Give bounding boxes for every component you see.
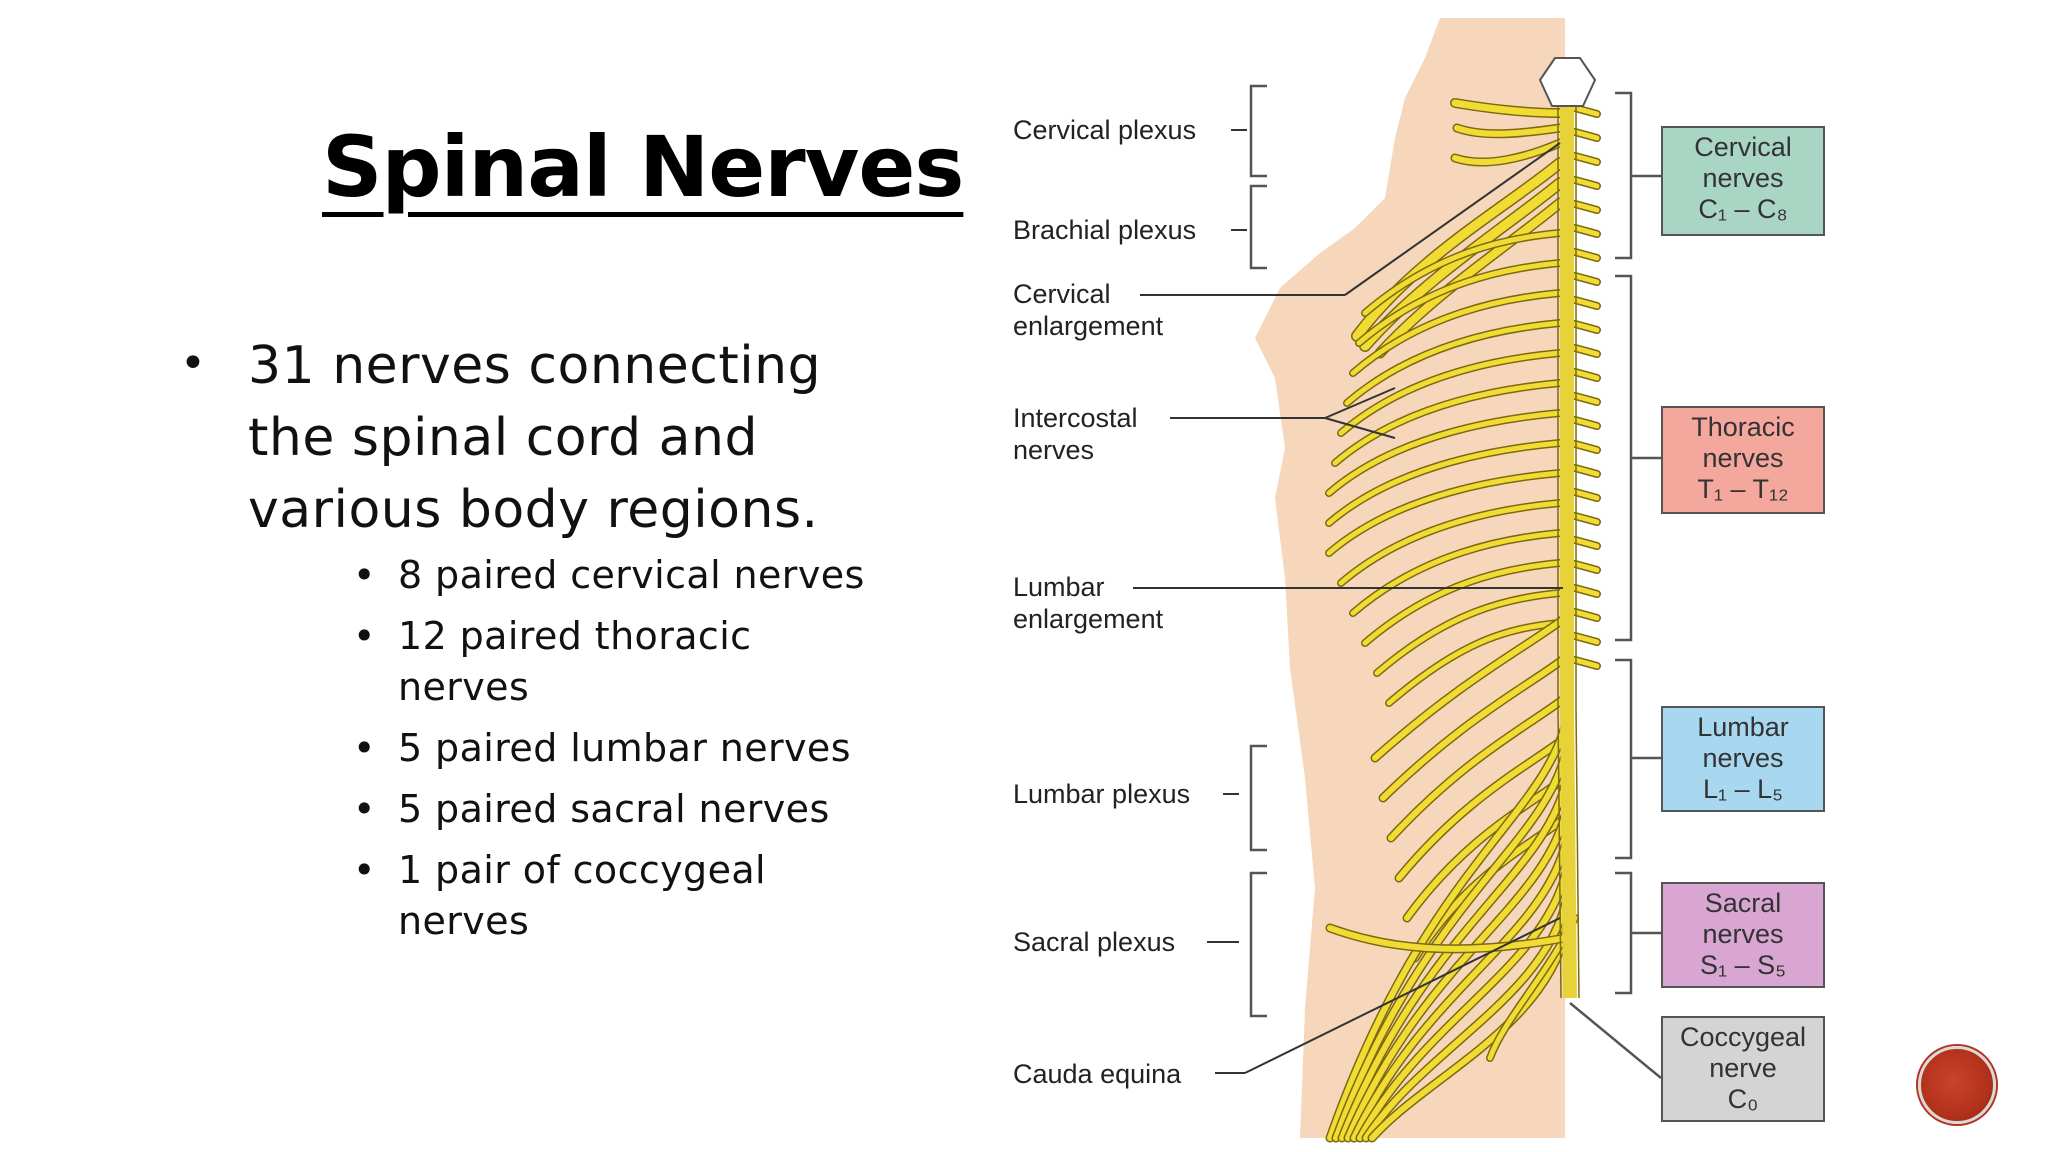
nerve <box>1575 204 1597 210</box>
box-line: Coccygeal <box>1663 1022 1823 1053</box>
nerve <box>1575 300 1597 306</box>
slide-logo-icon <box>1918 1046 1996 1124</box>
bullet-dot: • <box>353 845 376 896</box>
label-line: Cervical <box>1013 278 1163 310</box>
right-brackets <box>1570 93 1661 1078</box>
nerve <box>1575 612 1597 618</box>
box-line: T₁ – T₁₂ <box>1663 474 1823 505</box>
sub-bullet-text: 1 pair of coccygeal nerves <box>398 848 766 943</box>
box-line: nerves <box>1663 443 1823 474</box>
nerve <box>1575 660 1597 666</box>
nerve <box>1575 156 1597 162</box>
nerve <box>1575 444 1597 450</box>
label-lumbar-enlargement: Lumbar enlargement <box>1013 571 1163 635</box>
list-item: • 8 paired cervical nerves <box>353 550 873 601</box>
box-line: L₁ – L₅ <box>1663 774 1823 805</box>
label-brachial-plexus: Brachial plexus <box>1013 214 1196 246</box>
nerve <box>1575 228 1597 234</box>
nerve <box>1575 348 1597 354</box>
spinal-nerves-diagram: Cervical plexus Brachial plexus Cervical… <box>985 18 1865 1152</box>
bullet-dot: • <box>353 550 376 601</box>
sub-bullet-list: • 8 paired cervical nerves • 12 paired tho… <box>353 550 873 957</box>
label-cauda-equina: Cauda equina <box>1013 1058 1181 1090</box>
nerve <box>1575 636 1597 642</box>
list-item: • 5 paired lumbar nerves <box>353 723 873 774</box>
sub-bullet-text: 5 paired sacral nerves <box>398 787 830 831</box>
list-item: • 12 paired thoracic nerves <box>353 611 873 713</box>
label-line: nerves <box>1013 434 1138 466</box>
box-line: Lumbar <box>1663 712 1823 743</box>
nerve <box>1575 516 1597 522</box>
bullet-dot: • <box>353 611 376 662</box>
box-coccygeal-nerve: Coccygeal nerve C₀ <box>1661 1016 1825 1122</box>
nerve <box>1575 324 1597 330</box>
list-item: • 1 pair of coccygeal nerves <box>353 845 873 947</box>
label-line: Lumbar <box>1013 571 1163 603</box>
bullet-dot: • <box>180 338 206 389</box>
main-bullet-text: 31 nerves connecting the spinal cord and… <box>248 330 868 546</box>
label-intercostal-nerves: Intercostal nerves <box>1013 402 1138 466</box>
label-line: enlargement <box>1013 310 1163 342</box>
label-line: Intercostal <box>1013 402 1138 434</box>
left-brackets <box>1251 86 1267 1016</box>
label-cervical-enlargement: Cervical enlargement <box>1013 278 1163 342</box>
nerve <box>1575 252 1597 258</box>
nerve <box>1575 564 1597 570</box>
nerve <box>1575 540 1597 546</box>
box-line: nerves <box>1663 919 1823 950</box>
nerve <box>1575 492 1597 498</box>
sub-bullet-text: 8 paired cervical nerves <box>398 553 865 597</box>
spinal-cord <box>1567 93 1570 998</box>
nerve <box>1575 276 1597 282</box>
box-cervical-nerves: Cervical nerves C₁ – C₈ <box>1661 126 1825 236</box>
sub-bullet-text: 5 paired lumbar nerves <box>398 726 851 770</box>
box-line: C₀ <box>1663 1084 1823 1115</box>
box-line: Sacral <box>1663 888 1823 919</box>
nerve <box>1575 132 1597 138</box>
bullet-dot: • <box>353 784 376 835</box>
nerve <box>1575 108 1597 114</box>
label-line: enlargement <box>1013 603 1163 635</box>
box-line: nerve <box>1663 1053 1823 1084</box>
slide-title: Spinal Nerves <box>322 118 963 216</box>
list-item: • 5 paired sacral nerves <box>353 784 873 835</box>
box-line: nerves <box>1663 743 1823 774</box>
label-sacral-plexus: Sacral plexus <box>1013 926 1175 958</box>
box-line: S₁ – S₅ <box>1663 950 1823 981</box>
bullet-dot: • <box>353 723 376 774</box>
sub-bullet-text: 12 paired thoracic nerves <box>398 614 751 709</box>
nerve <box>1575 396 1597 402</box>
box-line: Thoracic <box>1663 412 1823 443</box>
label-lumbar-plexus: Lumbar plexus <box>1013 778 1190 810</box>
box-line: C₁ – C₈ <box>1663 194 1823 225</box>
nerve <box>1575 468 1597 474</box>
box-lumbar-nerves: Lumbar nerves L₁ – L₅ <box>1661 706 1825 812</box>
nerve <box>1575 588 1597 594</box>
nerve <box>1575 372 1597 378</box>
box-thoracic-nerves: Thoracic nerves T₁ – T₁₂ <box>1661 406 1825 514</box>
box-sacral-nerves: Sacral nerves S₁ – S₅ <box>1661 882 1825 988</box>
box-line: nerves <box>1663 163 1823 194</box>
label-cervical-plexus: Cervical plexus <box>1013 114 1196 146</box>
box-line: Cervical <box>1663 132 1823 163</box>
nerve <box>1575 180 1597 186</box>
nerve <box>1575 420 1597 426</box>
